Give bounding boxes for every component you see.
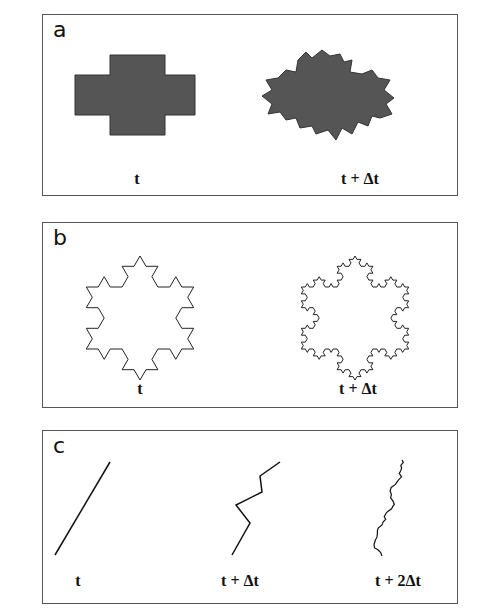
time-label: t + 2Δt <box>375 572 421 590</box>
time-label: t <box>137 380 142 398</box>
panel-letter: b <box>53 225 67 250</box>
panel-letter: c <box>53 433 65 458</box>
koch-snowflake <box>86 256 193 380</box>
rough-blob <box>262 50 394 140</box>
straight-line <box>55 462 110 555</box>
time-label: t <box>134 170 139 188</box>
panel-box: b <box>42 222 458 408</box>
panel-box: a <box>42 14 458 196</box>
cross-shape <box>75 55 195 135</box>
panel-letter: a <box>53 17 66 42</box>
koch-snowflake <box>301 256 408 380</box>
time-label: t + Δt <box>339 380 377 398</box>
time-label: t + Δt <box>221 572 259 590</box>
bent-line <box>232 462 280 555</box>
time-label: t + Δt <box>341 170 379 188</box>
time-label: t <box>75 572 80 590</box>
rough-line <box>374 460 403 556</box>
